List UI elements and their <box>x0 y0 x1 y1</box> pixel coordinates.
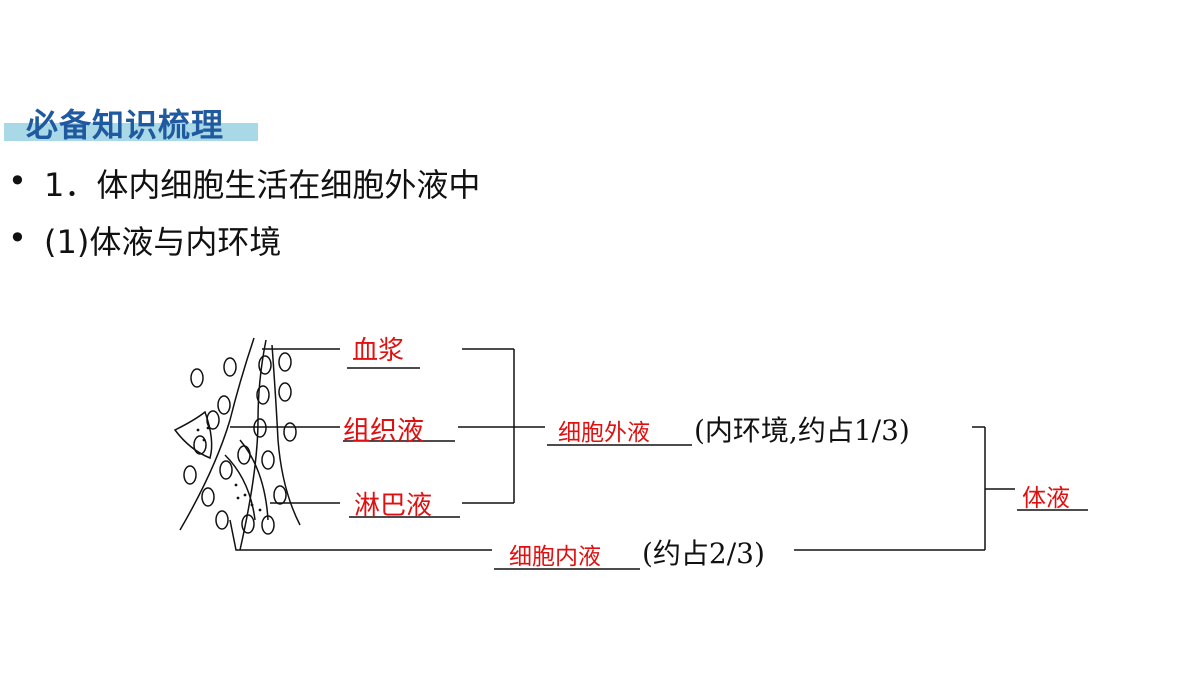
bullet-2: • <box>8 219 27 257</box>
point-1-text: 1．体内细胞生活在细胞外液中 <box>44 166 481 204</box>
point-2-text: (1)体液与内环境 <box>44 223 282 261</box>
extracellular-note: (内环境,约占1/3) <box>694 414 910 447</box>
blood-plasma-answer: 血浆 <box>352 336 405 366</box>
bullet-1: • <box>8 162 27 200</box>
intracellular-note: (约占2/3) <box>642 537 765 570</box>
tissue-illustration <box>173 337 301 551</box>
lymph-answer: 淋巴液 <box>354 491 433 521</box>
extracellular-fluid-answer: 细胞外液 <box>558 420 650 446</box>
body-fluid-answer: 体液 <box>1022 484 1070 512</box>
connector-lines <box>229 348 1015 551</box>
tissue-fluid-answer: 组织液 <box>343 416 424 447</box>
section-title: 必备知识梳理 <box>26 106 225 144</box>
section-title-band <box>4 123 258 141</box>
answer-underlines <box>343 367 1088 570</box>
intracellular-fluid-answer: 细胞内液 <box>509 544 601 570</box>
